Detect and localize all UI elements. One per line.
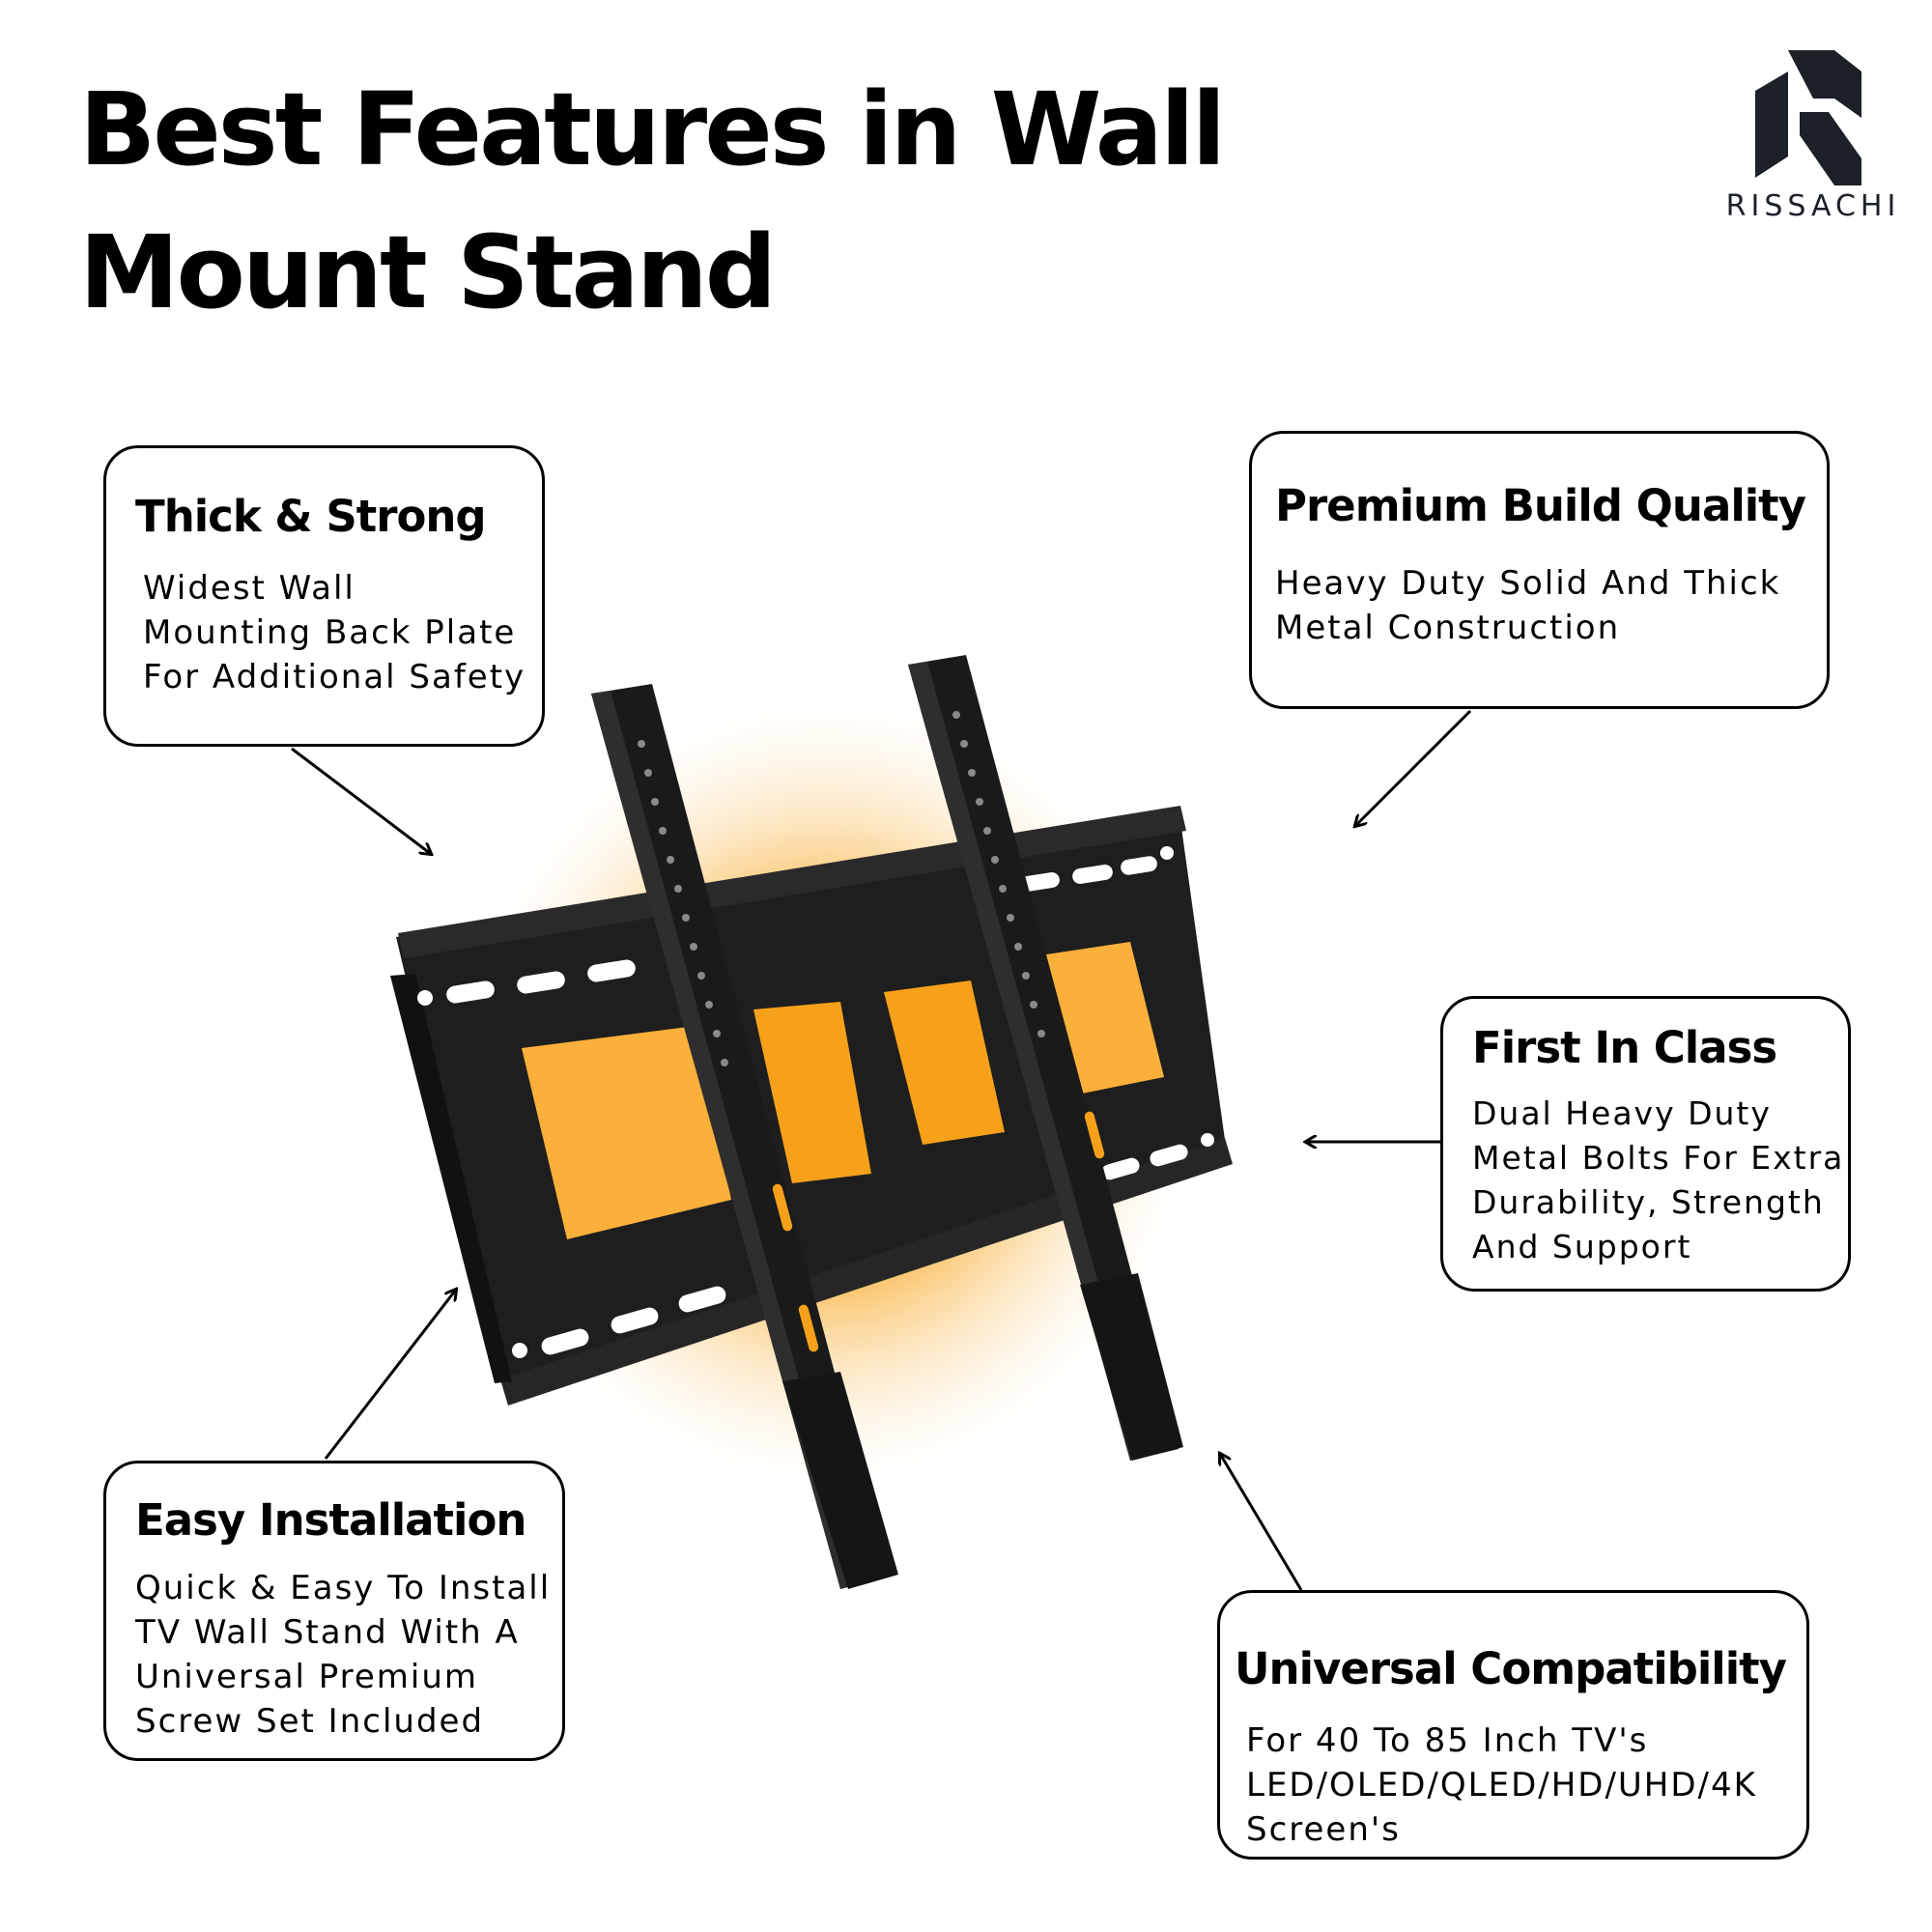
arrow-thick [291, 747, 431, 854]
arm-holes [638, 711, 1045, 1066]
back-plate-bottom-flange [500, 1138, 1233, 1406]
plate-cutout-3 [884, 980, 1005, 1145]
right-arm-extension [1080, 1273, 1183, 1461]
feature-title: Thick & Strong [135, 491, 487, 542]
plate-cutout-1 [522, 1026, 731, 1239]
arrow-premium [1355, 709, 1472, 826]
feature-title: Premium Build Quality [1275, 480, 1806, 531]
feature-card-easy-installation: Easy Installation Quick & Easy To Instal… [103, 1461, 565, 1761]
feature-card-first-in-class: First In Class Dual Heavy Duty Metal Bol… [1440, 996, 1851, 1292]
feature-card-thick-strong: Thick & Strong Widest Wall Mounting Back… [103, 445, 545, 747]
feature-description: Dual Heavy Duty Metal Bolts For Extra Du… [1472, 1094, 1845, 1265]
plate-slots-bottom [512, 1133, 1214, 1358]
left-arm-extension [782, 1372, 898, 1589]
wall-mount-bracket [390, 655, 1233, 1589]
feature-description: Heavy Duty Solid And Thick Metal Constru… [1275, 564, 1781, 647]
feature-description: Widest Wall Mounting Back Plate For Addi… [143, 569, 526, 696]
brand-name: RISSACHI [1725, 189, 1901, 223]
arrow-universal [1220, 1454, 1303, 1591]
page-title: Best Features in Wall Mount Stand [79, 58, 1335, 344]
feature-description: Quick & Easy To Install TV Wall Stand Wi… [135, 1569, 552, 1741]
feature-card-premium-build: Premium Build Quality Heavy Duty Solid A… [1249, 431, 1830, 709]
plate-cutout-2 [753, 1002, 871, 1183]
feature-title: Easy Installation [135, 1494, 526, 1546]
feature-title: Universal Compatibility [1235, 1643, 1787, 1694]
plate-slots-top [417, 846, 1174, 1006]
right-arm-edge [908, 662, 1146, 1461]
title-line-1: Best Features in Wall [79, 71, 1226, 188]
arm-slots [772, 1111, 1105, 1352]
arrow-easy [324, 1290, 456, 1460]
left-arm-edge [591, 691, 855, 1589]
feature-title: First In Class [1472, 1022, 1777, 1073]
feature-description: For 40 To 85 Inch TV's LED/OLED/QLED/HD/… [1246, 1721, 1757, 1849]
brand-logo: RISSACHI [1712, 50, 1915, 234]
back-plate-side-flange [390, 974, 512, 1383]
feature-card-universal-compatibility: Universal Compatibility For 40 To 85 Inc… [1217, 1590, 1809, 1860]
rissachi-logo-icon [1755, 50, 1861, 185]
callout-arrows [291, 709, 1472, 1591]
title-line-2: Mount Stand [79, 213, 777, 331]
